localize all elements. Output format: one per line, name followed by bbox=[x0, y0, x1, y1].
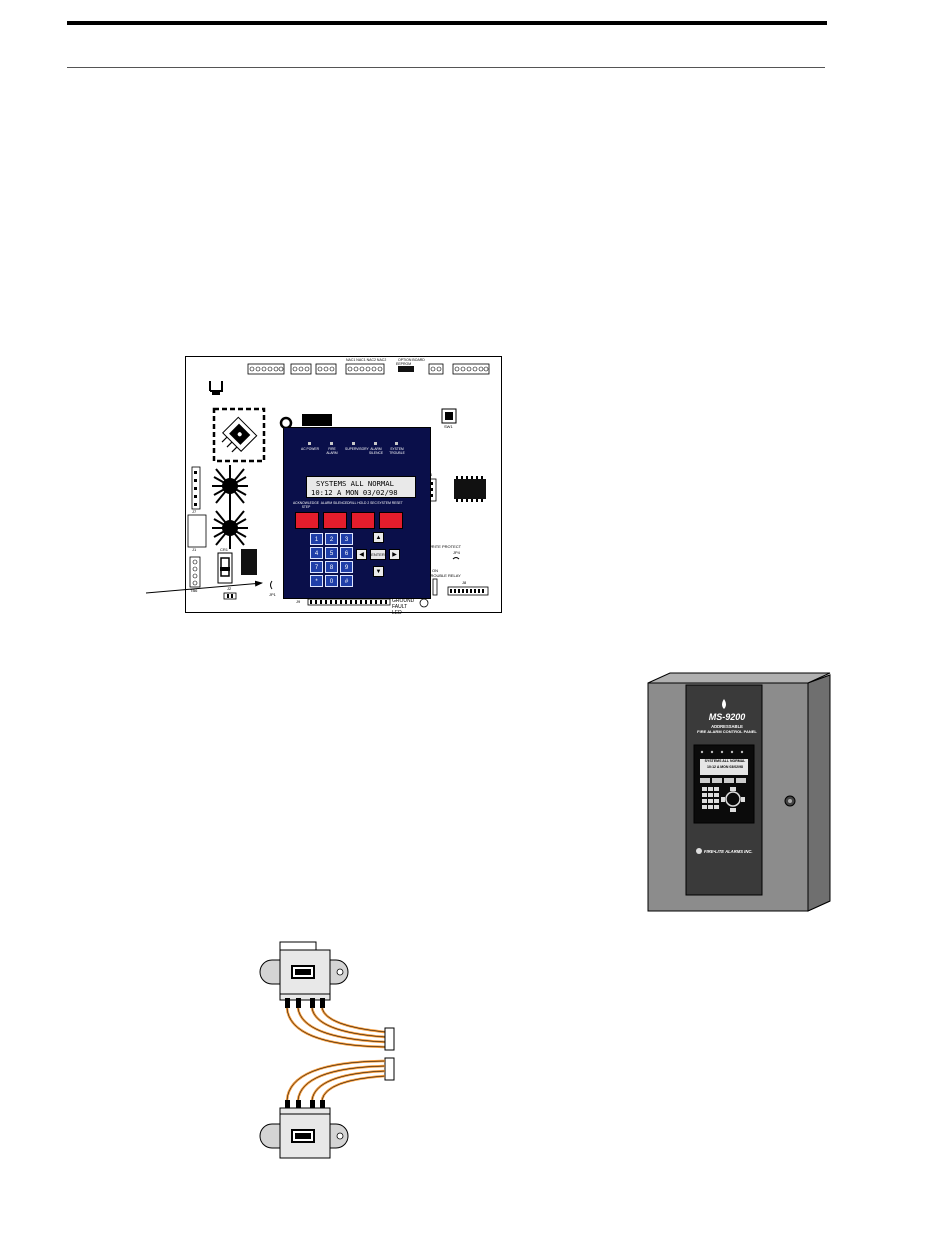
button-label: ALARM SILENCE bbox=[320, 501, 348, 505]
label-on: ON bbox=[432, 568, 438, 573]
cabinet-illustration bbox=[647, 672, 831, 912]
label-j7: J7 bbox=[192, 509, 197, 514]
label-jp1: JP1 bbox=[269, 592, 276, 597]
acknowledge-step-button[interactable] bbox=[295, 512, 319, 529]
lcd-line-1: SYSTEMS ALL NORMAL bbox=[316, 479, 394, 488]
lcd-display: SYSTEMS ALL NORMAL 10:12 A MON 03/02/98 bbox=[306, 476, 416, 498]
header-rule-thin bbox=[67, 67, 825, 68]
cabinet-lcd-line-2: 10:12 A MON 03/02/98 bbox=[707, 765, 743, 769]
key-8[interactable]: 8 bbox=[325, 561, 338, 573]
key-2[interactable]: 2 bbox=[325, 533, 338, 545]
label-nac: NAC1 NAC1 NAC2 NAC2 bbox=[346, 358, 387, 362]
label-jp4: JP4 bbox=[453, 550, 460, 555]
led-label: SUPERVISORY bbox=[345, 447, 369, 451]
label-tb6: TB6 bbox=[190, 588, 198, 593]
label-option-board: OPTION BOARD bbox=[398, 358, 425, 362]
key-1[interactable]: 1 bbox=[310, 533, 323, 545]
lcd-line-2: 10:12 A MON 03/02/98 bbox=[311, 488, 398, 497]
label-sw1: SW1 bbox=[444, 424, 453, 429]
cabinet-subtitle-2: FIRE ALARM CONTROL PANEL bbox=[697, 729, 757, 734]
transformers-illustration bbox=[259, 941, 395, 1159]
right-components bbox=[279, 408, 489, 608]
arrow-left-button[interactable]: ◀ bbox=[356, 549, 367, 560]
led-label: ALARM SILENCE bbox=[368, 447, 384, 455]
label-j9: J9 bbox=[296, 599, 301, 604]
drill-button[interactable] bbox=[351, 512, 375, 529]
led-fire-alarm bbox=[330, 442, 333, 445]
led-supervisory bbox=[352, 442, 355, 445]
system-reset-button[interactable] bbox=[379, 512, 403, 529]
arrow-right-button[interactable]: ▶ bbox=[389, 549, 400, 560]
button-label: DRILL HOLD 2 SEC bbox=[347, 501, 377, 505]
alarm-silence-button[interactable] bbox=[323, 512, 347, 529]
annunciator-keypad-panel: AC POWER FIRE ALARM SUPERVISORY ALARM SI… bbox=[283, 427, 431, 599]
label-cr1: CR1 bbox=[220, 547, 229, 552]
led-label: AC POWER bbox=[301, 447, 319, 451]
cabinet-lcd-line-1: SYSTEMS ALL NORMAL bbox=[704, 759, 746, 763]
cabinet-brand: FIRE•LITE ALARMS INC. bbox=[704, 849, 753, 854]
cabinet-subtitle-1: ADDRESSABLE bbox=[711, 724, 743, 729]
key-4[interactable]: 4 bbox=[310, 547, 323, 559]
top-terminal-blocks bbox=[247, 363, 490, 375]
label-trouble-relay: TROUBLE RELAY bbox=[428, 573, 461, 578]
key-3[interactable]: 3 bbox=[340, 533, 353, 545]
label-ground-fault-led: GROUND FAULT LED bbox=[392, 598, 415, 616]
key-9[interactable]: 9 bbox=[340, 561, 353, 573]
main-circuit-board: NAC1 NAC1 NAC2 NAC2 OPTION BOARD EEPROM bbox=[185, 356, 502, 616]
key-0[interactable]: 0 bbox=[325, 575, 338, 587]
button-label: SYSTEM RESET bbox=[377, 501, 403, 505]
key-hash[interactable]: # bbox=[340, 575, 353, 587]
led-label: SYSTEM TROUBLE bbox=[389, 447, 405, 455]
key-star[interactable]: * bbox=[310, 575, 323, 587]
cabinet-model: MS-9200 bbox=[708, 712, 746, 722]
led-ac-power bbox=[308, 442, 311, 445]
arrow-up-button[interactable]: ▲ bbox=[373, 532, 384, 543]
arrow-down-button[interactable]: ▼ bbox=[373, 566, 384, 577]
header-rule-thick bbox=[67, 21, 827, 25]
key-6[interactable]: 6 bbox=[340, 547, 353, 559]
left-components bbox=[187, 381, 273, 600]
led-label: FIRE ALARM bbox=[326, 447, 338, 455]
led-system-trouble bbox=[395, 442, 398, 445]
label-write-protect: WRITE PROTECT bbox=[428, 544, 462, 549]
enter-button[interactable]: ENTER bbox=[370, 549, 386, 560]
button-label: ACKNOWLEDGE STEP bbox=[292, 501, 319, 509]
key-5[interactable]: 5 bbox=[325, 547, 338, 559]
label-eeprom: EEPROM bbox=[396, 362, 412, 366]
jp1-callout-arrow bbox=[145, 580, 263, 594]
label-j8: J8 bbox=[462, 580, 467, 585]
label-j10: J1 bbox=[192, 547, 197, 552]
label-j2: J2 bbox=[227, 586, 232, 591]
led-alarm-silence bbox=[374, 442, 377, 445]
key-7[interactable]: 7 bbox=[310, 561, 323, 573]
